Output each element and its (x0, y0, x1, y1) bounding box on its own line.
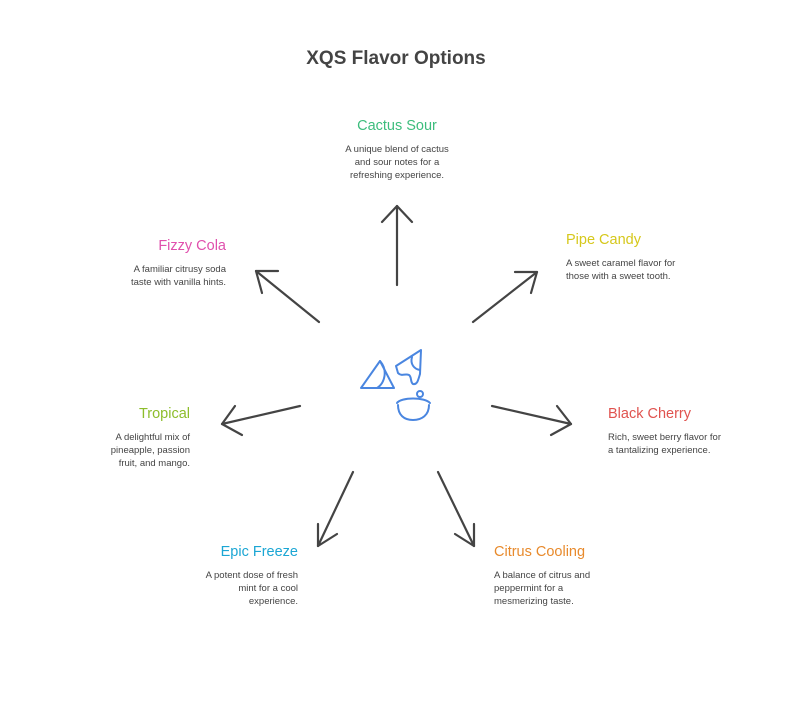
option-black-cherry: Black Cherry Rich, sweet berry flavor fo… (608, 406, 758, 457)
option-fizzy-cola: Fizzy Cola A familiar citrusy soda taste… (76, 238, 226, 289)
arrow-cactus-sour (380, 204, 414, 287)
option-title: Pipe Candy (566, 232, 641, 248)
diagram-title: XQS Flavor Options (306, 48, 486, 69)
arrow-fizzy-cola (254, 269, 321, 324)
option-title: Cactus Sour (357, 118, 437, 134)
option-tropical: Tropical A delightful mix of pineapple, … (40, 406, 190, 470)
option-description: A sweet caramel flavor for those with a … (566, 258, 676, 282)
option-title: Tropical (138, 406, 190, 422)
option-title: Epic Freeze (220, 544, 298, 560)
option-description: A potent dose of fresh mint for a cool e… (205, 570, 298, 607)
option-title: Black Cherry (608, 406, 691, 422)
option-description: A unique blend of cactus and sour notes … (345, 144, 449, 181)
option-pipe-candy: Pipe Candy A sweet caramel flavor for th… (566, 232, 716, 283)
option-title: Citrus Cooling (494, 544, 586, 560)
option-epic-freeze: Epic Freeze A potent dose of fresh mint … (148, 544, 298, 608)
option-description: A balance of citrus and peppermint for a… (494, 570, 591, 607)
option-description: A familiar citrusy soda taste with vanil… (130, 264, 226, 288)
arrow-citrus-cooling (436, 470, 476, 548)
option-description: Rich, sweet berry flavor for a tantalizi… (608, 432, 721, 456)
arrow-epic-freeze (316, 470, 355, 548)
candy-and-bowl-icon (360, 349, 431, 421)
option-title: Fizzy Cola (158, 238, 226, 254)
option-citrus-cooling: Citrus Cooling A balance of citrus and p… (494, 544, 644, 608)
option-cactus-sour: Cactus Sour A unique blend of cactus and… (322, 118, 472, 182)
arrow-pipe-candy (471, 270, 539, 324)
option-description: A delightful mix of pineapple, passion f… (110, 432, 190, 469)
arrow-tropical (220, 404, 302, 437)
arrow-black-cherry (490, 404, 573, 437)
